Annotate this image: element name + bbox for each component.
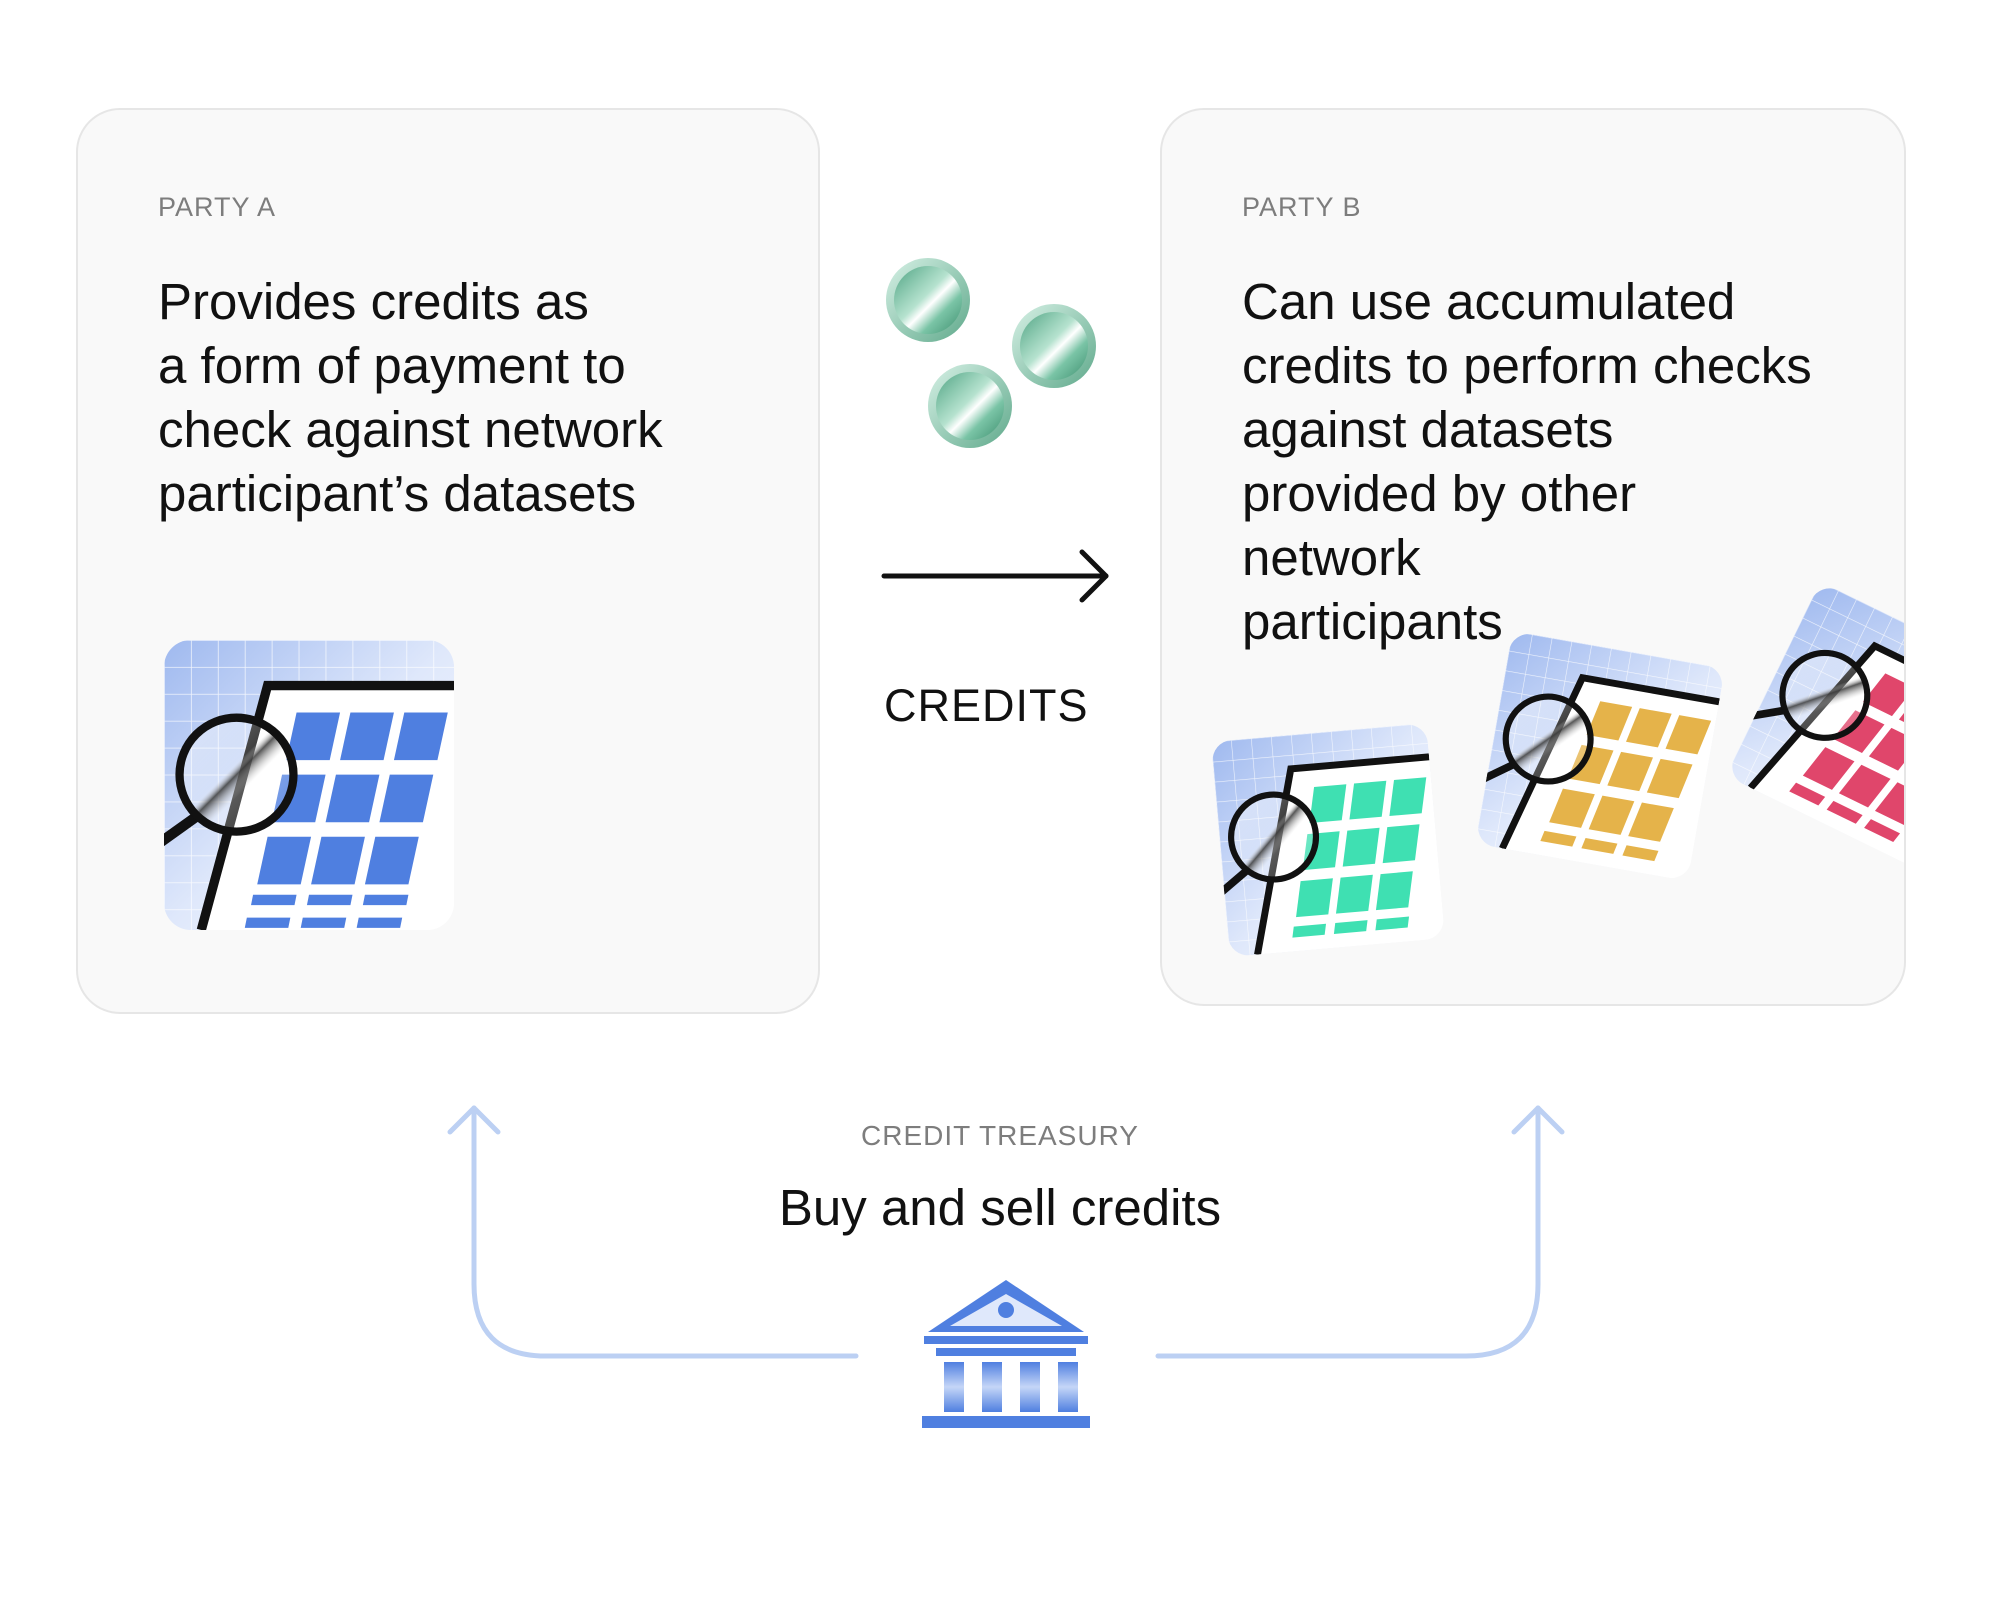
- arrow-right-icon: [881, 549, 1109, 603]
- coin-icon: [928, 364, 1012, 448]
- bank-icon: [922, 1280, 1090, 1428]
- dataset-magnifier-icon: [1474, 630, 1726, 882]
- party-b-description: Can use accumulated credits to perform c…: [1242, 273, 1812, 650]
- dataset-magnifier-icon: [1725, 581, 1904, 871]
- connector-line-right: [1155, 1105, 1541, 1359]
- coin-icon: [886, 258, 970, 342]
- party-a-eyebrow: PARTY A: [158, 192, 277, 222]
- arrow-up-icon: [447, 1105, 501, 1135]
- treasury-eyebrow: CREDIT TREASURY: [861, 1120, 1139, 1151]
- treasury-connectors: [447, 1105, 1565, 1359]
- credits-label: CREDITS: [884, 680, 1089, 731]
- treasury-title: Buy and sell credits: [778, 1179, 1222, 1236]
- coins-group: [886, 258, 1096, 448]
- dataset-magnifier-icon: [1210, 722, 1446, 958]
- party-b-eyebrow: PARTY B: [1242, 192, 1362, 222]
- coin-icon: [1012, 304, 1096, 388]
- party-a-card: PARTY A Provides credits as a form of pa…: [76, 108, 820, 1014]
- party-b-card: PARTY B Can use accumulated credits to p…: [1160, 108, 1906, 1006]
- arrow-up-icon: [1511, 1105, 1565, 1135]
- party-a-description: Provides credits as a form of payment to…: [158, 273, 663, 522]
- connector-line-left: [471, 1105, 859, 1359]
- dataset-magnifier-icon: [164, 640, 454, 930]
